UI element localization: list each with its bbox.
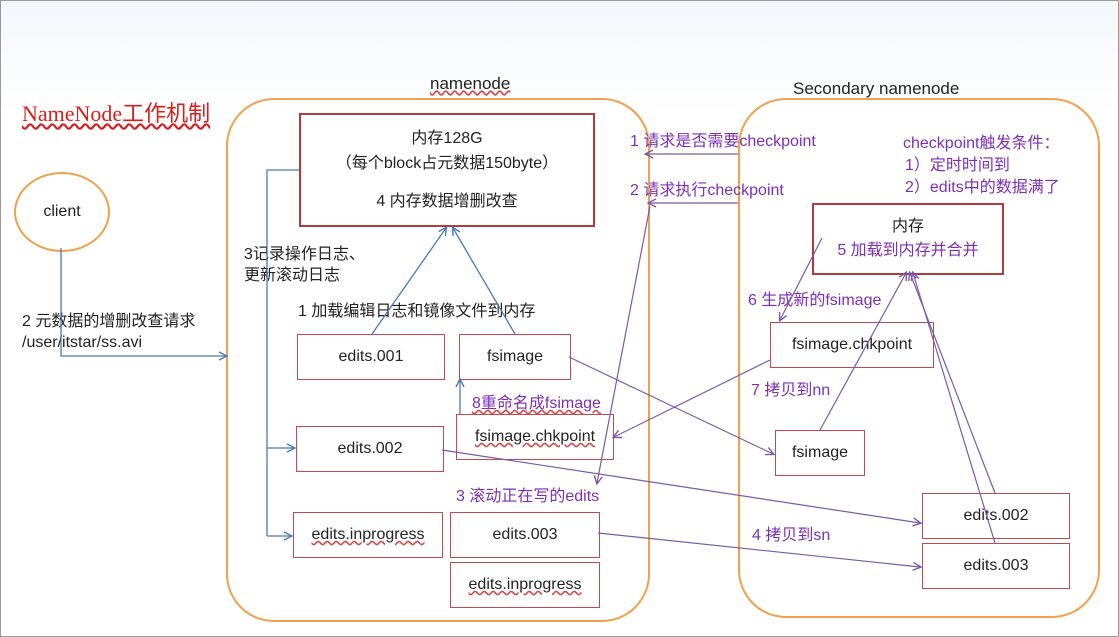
edits-inprogress-left-label: edits.inprogress <box>311 526 425 543</box>
namenode-fsimage-box: fsimage <box>459 334 571 380</box>
secondary-namenode-label: Secondary namenode <box>793 79 960 98</box>
trigger-condition-2: 2）edits中的数据满了 <box>905 179 1060 196</box>
namenode-label: namenode <box>430 74 511 93</box>
generate-fsimage-arrow <box>780 237 823 320</box>
load-edits003-secondary <box>913 273 996 544</box>
ask-checkpoint-message: 1 请求是否需要checkpoint <box>630 133 816 150</box>
secondary-fsimage-chkpoint-label: fsimage.chkpoint <box>791 336 913 353</box>
edits-001-box: edits.001 <box>297 334 445 380</box>
edits-002-box: edits.002 <box>296 426 444 472</box>
namenode-memory-box: 内存128G （每个block占元数据150byte） 4 内存数据增删改查 <box>299 113 595 227</box>
copy-to-nn-note: 7 拷贝到nn <box>751 382 831 399</box>
namenode-fsimage-label: fsimage <box>486 348 544 365</box>
log-note: 3记录操作日志、 更新滚动日志 <box>244 244 365 286</box>
log-note-line2: 更新滚动日志 <box>244 267 341 284</box>
log-note-line1: 3记录操作日志、 <box>244 246 365 263</box>
secondary-edits-002-box: edits.002 <box>922 493 1070 539</box>
copy-edits002-to-sn <box>441 449 920 523</box>
client-node: client <box>14 172 110 252</box>
edits-inprogress-right-box: edits.inprogress <box>450 562 600 608</box>
secondary-memory-title: 内存 <box>891 218 924 235</box>
namenode-memory-size: 内存128G <box>411 130 483 147</box>
edits-003-box: edits.003 <box>450 512 600 558</box>
secondary-fsimage-label: fsimage <box>791 444 849 461</box>
roll-edits-arrow <box>597 205 651 483</box>
checkpoint-trigger-note: checkpoint触发条件： 1）定时时间到 2）edits中的数据满了 <box>903 133 1060 199</box>
generate-fsimage-note: 6 生成新的fsimage <box>748 292 882 309</box>
trigger-title: checkpoint触发条件： <box>903 135 1060 152</box>
trigger-condition-1: 1）定时时间到 <box>905 157 1010 174</box>
copy-to-sn-note: 4 拷贝到sn <box>752 527 831 544</box>
log-bracket-line <box>266 169 299 536</box>
namenode-memory-crud: 4 内存数据增删改查 <box>376 193 518 210</box>
secondary-edits-003-label: edits.003 <box>963 557 1029 574</box>
load-note: 1 加载编辑日志和镜像文件到内存 <box>298 303 536 320</box>
copy-chkpoint-to-nn <box>614 359 771 437</box>
client-request-line1: 2 元数据的增删改查请求 <box>22 313 196 330</box>
namenode-fsimage-chkpoint-box: fsimage.chkpoint <box>456 414 614 460</box>
load-arrow-edits <box>371 228 446 335</box>
load-arrow-fsimage <box>453 228 516 335</box>
edits-002-label: edits.002 <box>337 440 403 457</box>
rename-note: 8重命名成fsimage <box>472 395 601 412</box>
load-fsimage-secondary <box>819 273 906 431</box>
secondary-memory-merge: 5 加载到内存并合并 <box>837 242 979 259</box>
secondary-memory-box: 内存 5 加载到内存并合并 <box>812 203 1004 275</box>
edits-inprogress-left-box: edits.inprogress <box>293 512 443 558</box>
client-label: client <box>43 203 81 220</box>
namenode-memory-note: （每个block占元数据150byte） <box>335 155 559 172</box>
client-request-arrow <box>60 248 226 356</box>
secondary-namenode-panel <box>738 98 1100 618</box>
edits-inprogress-right-label: edits.inprogress <box>468 576 582 593</box>
client-request-line2: /user/itstar/ss.avi <box>22 334 143 351</box>
copy-fsimage-to-sn <box>568 356 773 454</box>
namenode-fsimage-chkpoint-label: fsimage.chkpoint <box>474 428 596 445</box>
do-checkpoint-message: 2 请求执行checkpoint <box>630 182 784 199</box>
copy-edits003-to-sn <box>597 532 920 567</box>
edits-003-label: edits.003 <box>492 526 558 543</box>
diagram-title: NameNode工作机制 <box>22 101 211 126</box>
secondary-fsimage-box: fsimage <box>775 430 865 476</box>
secondary-edits-003-box: edits.003 <box>922 543 1070 589</box>
edits-001-label: edits.001 <box>338 348 404 365</box>
secondary-edits-002-label: edits.002 <box>963 507 1029 524</box>
client-request-text: 2 元数据的增删改查请求 /user/itstar/ss.avi <box>22 311 195 353</box>
secondary-fsimage-chkpoint-box: fsimage.chkpoint <box>770 322 934 368</box>
roll-note: 3 滚动正在写的edits <box>456 488 600 505</box>
